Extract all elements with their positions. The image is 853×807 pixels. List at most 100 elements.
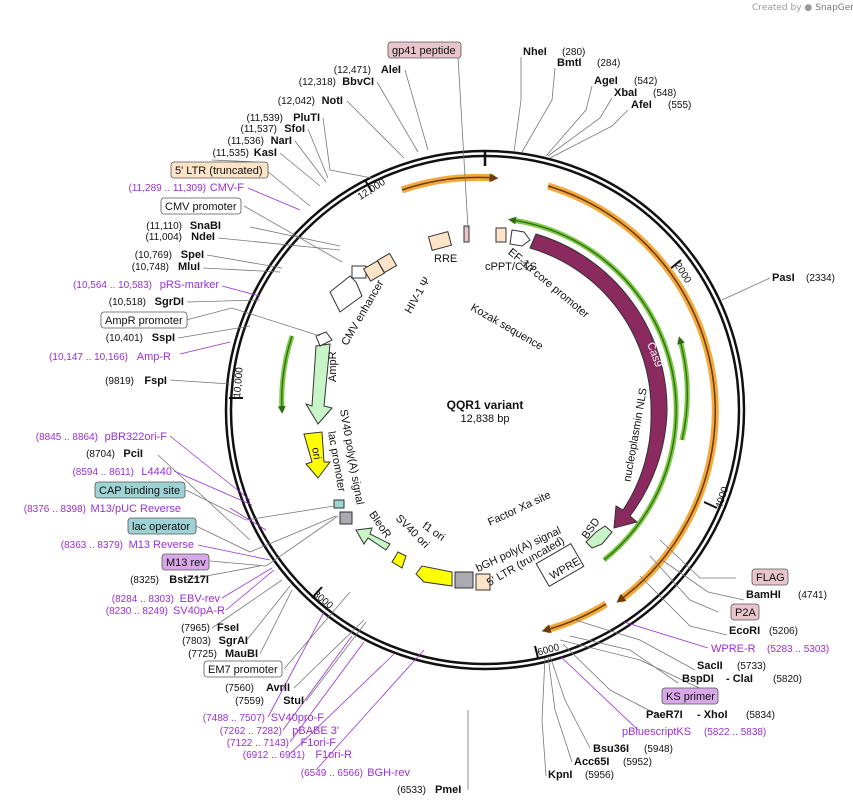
- enzyme-kasi[interactable]: KasI: [254, 147, 277, 159]
- enzyme-fspi[interactable]: FspI: [144, 375, 167, 387]
- enzyme-bbvci[interactable]: BbvCI: [342, 76, 374, 88]
- primer-pbr322[interactable]: pBR322ori-F: [105, 431, 168, 443]
- enzyme-afei[interactable]: AfeI: [631, 99, 652, 111]
- leader-lines: [157, 56, 771, 790]
- primer-pbabe[interactable]: pBABE 3': [292, 725, 339, 737]
- enzyme-pmei[interactable]: PmeI: [435, 784, 461, 796]
- enzyme-fsei-pos: (7965): [181, 623, 210, 634]
- primer-prs[interactable]: pRS-marker: [160, 279, 220, 291]
- enzyme-maubi[interactable]: MauBI: [225, 648, 258, 660]
- ks-primer-boxlabel[interactable]: [661, 687, 719, 705]
- enzyme-mlui-pos: (10,748): [132, 262, 169, 273]
- primer-f1orif[interactable]: F1ori-F: [301, 737, 337, 749]
- enzyme-sspi[interactable]: SspI: [152, 332, 175, 344]
- lac-operator-label: lac operator: [132, 521, 190, 533]
- gp41-peptide-box[interactable]: [387, 41, 462, 59]
- enzyme-ecori[interactable]: EcoRI: [729, 625, 760, 637]
- em7-box: [339, 511, 353, 525]
- primer-cmvf[interactable]: CMV-F: [210, 182, 245, 194]
- enzyme-clai[interactable]: - ClaI: [726, 673, 753, 685]
- enzyme-afei-pos: (555): [668, 100, 691, 111]
- enzyme-spei-pos: (10,769): [135, 250, 172, 261]
- enzyme-noti[interactable]: NotI: [322, 95, 343, 107]
- enzyme-acc65i-pos: (5952): [623, 757, 652, 768]
- primer-f1orir-pos: (6912 .. 6931): [243, 750, 305, 761]
- enzyme-stui[interactable]: StuI: [283, 695, 304, 707]
- enzyme-sacii[interactable]: SacII: [697, 660, 723, 672]
- ampr-promoter-label: AmpR promoter: [105, 315, 183, 327]
- enzyme-bamhi[interactable]: BamHI: [746, 589, 781, 601]
- enzyme-pasi[interactable]: PasI: [772, 272, 795, 284]
- primer-pbluescriptks-pos: (5822 .. 5838): [704, 727, 766, 738]
- enzyme-sspi-pos: (10,401): [106, 333, 143, 344]
- enzyme-agei-pos: (542): [634, 76, 657, 87]
- primer-ampr[interactable]: Amp-R: [137, 351, 171, 363]
- primer-wpre-pos: (5283 .. 5303): [767, 644, 829, 655]
- enzyme-bstz17i[interactable]: BstZ17I: [169, 574, 209, 586]
- flag-boxlabel[interactable]: [751, 568, 789, 586]
- enzyme-alei-pos: (12,471): [334, 65, 371, 76]
- enzyme-sacii-pos: (5733): [737, 661, 766, 672]
- ltr-truncated-box[interactable]: [170, 161, 269, 179]
- cppt-box: [495, 227, 507, 243]
- cmv-promoter-boxlabel[interactable]: [160, 197, 242, 215]
- primer-pbluescriptks[interactable]: pBluescriptKS: [622, 726, 691, 738]
- p2a-boxlabel[interactable]: [730, 603, 760, 621]
- map-length: 12,838 bp: [461, 413, 510, 425]
- primer-l4440[interactable]: L4440: [141, 466, 172, 478]
- enzyme-snabi[interactable]: SnaBI: [190, 220, 221, 232]
- enzyme-agei[interactable]: AgeI: [594, 75, 618, 87]
- primer-m13puc[interactable]: M13/pUC Reverse: [91, 503, 181, 515]
- primer-m13rev[interactable]: M13 Reverse: [129, 539, 194, 551]
- primer-bghrev[interactable]: BGH-rev: [367, 767, 410, 779]
- enzyme-sfoi[interactable]: SfoI: [284, 123, 305, 135]
- enzyme-mlui[interactable]: MluI: [178, 261, 200, 273]
- enzyme-nhei[interactable]: NheI: [523, 46, 547, 58]
- cap-binding-boxlabel[interactable]: [94, 481, 186, 499]
- enzyme-bsu36i[interactable]: Bsu36I: [593, 743, 629, 755]
- enzyme-bmti[interactable]: BmtI: [557, 57, 581, 69]
- enzyme-sgrai-pos: (7803): [182, 636, 211, 647]
- enzyme-pluti[interactable]: PluTI: [293, 112, 320, 124]
- primer-sv40pro-pos: (7488 .. 7507): [203, 713, 265, 724]
- ltr-box-2: [376, 252, 398, 274]
- enzyme-alei[interactable]: AleI: [381, 64, 401, 76]
- snapgene-logo-icon: ●: [804, 3, 813, 13]
- primer-sv40pa[interactable]: SV40pA-R: [173, 605, 225, 617]
- enzyme-pcii[interactable]: PciI: [123, 448, 143, 460]
- m13rev-boxlabel[interactable]: [161, 553, 210, 571]
- enzyme-fsei[interactable]: FseI: [217, 622, 239, 634]
- enzyme-ndei[interactable]: NdeI: [191, 231, 215, 243]
- primer-pbabe-pos: (7262 .. 7282): [220, 726, 282, 737]
- enzyme-kpni[interactable]: KpnI: [548, 769, 572, 781]
- enzyme-bspdi[interactable]: BspDI: [682, 673, 714, 685]
- primer-pbr322-pos: (8845 .. 8864): [36, 432, 98, 443]
- enzyme-sgrai[interactable]: SgrAI: [219, 635, 248, 647]
- rre-label: RRE: [434, 253, 457, 265]
- primer-ebv[interactable]: EBV-rev: [180, 593, 221, 605]
- enzyme-pmei-pos: (6533): [397, 785, 426, 796]
- green-arc-left-line: [277, 335, 293, 414]
- em7-promoter-label: EM7 promoter: [208, 664, 278, 676]
- ampr-promoter-boxlabel[interactable]: [100, 311, 188, 329]
- primer-f1orir[interactable]: F1ori-R: [315, 749, 352, 761]
- primer-sv40pro[interactable]: SV40pro-F: [271, 712, 324, 724]
- enzyme-spei[interactable]: SpeI: [181, 249, 204, 261]
- enzyme-paer7i[interactable]: PaeR7I: [646, 709, 683, 721]
- p2a-label: P2A: [735, 607, 756, 619]
- cas9-feature: [529, 233, 668, 529]
- enzyme-nari[interactable]: NarI: [271, 135, 292, 147]
- enzyme-sgrdi[interactable]: SgrDI: [155, 296, 184, 308]
- primer-m13puc-pos: (8376 .. 8398): [24, 504, 86, 515]
- gp41-box: [463, 225, 470, 243]
- lac-operator-boxlabel[interactable]: [127, 517, 197, 535]
- em7-promoter-boxlabel[interactable]: [203, 660, 283, 678]
- enzyme-xhoi[interactable]: - XhoI: [697, 709, 728, 721]
- enzyme-acc65i[interactable]: Acc65I: [574, 756, 609, 768]
- enzyme-avrii[interactable]: AvrII: [266, 682, 290, 694]
- enzyme-xbai[interactable]: XbaI: [614, 87, 637, 99]
- enzyme-xhoi-pos: (5834): [746, 710, 775, 721]
- ltr5-box: [475, 573, 491, 591]
- primer-wpre[interactable]: WPRE-R: [711, 643, 756, 655]
